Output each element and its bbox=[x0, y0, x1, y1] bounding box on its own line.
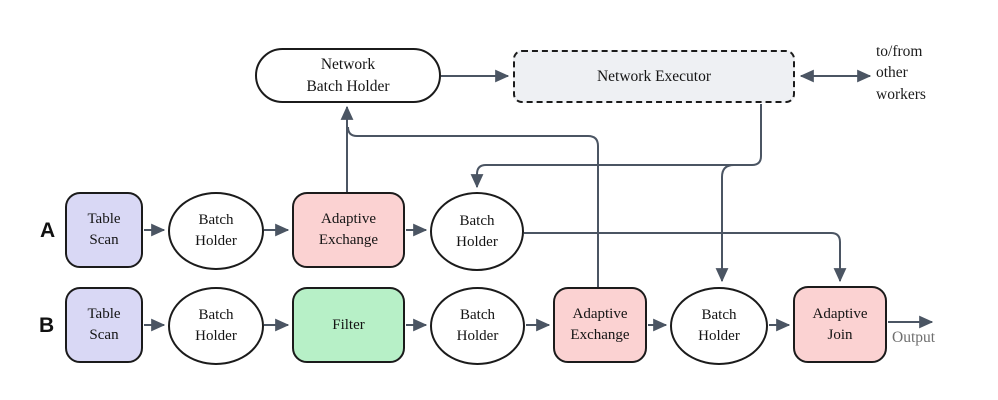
network-batch-holder-label: Network Batch Holder bbox=[306, 56, 390, 95]
node-b-batch-holder-2: Batch Holder bbox=[430, 287, 525, 365]
edge-executor-to-b-batch-holder-3 bbox=[715, 164, 735, 283]
a-table-scan-label: Table Scan bbox=[87, 211, 121, 248]
node-b-batch-holder-1: Batch Holder bbox=[168, 287, 264, 365]
node-b-adaptive-join: Adaptive Join bbox=[793, 286, 887, 363]
edge-executor-to-a-batch-holder-2 bbox=[470, 104, 762, 189]
node-a-batch-holder-1: Batch Holder bbox=[168, 192, 264, 270]
b-filter-label: Filter bbox=[332, 316, 365, 333]
b-table-scan-label: Table Scan bbox=[87, 306, 121, 343]
output-label: Output bbox=[892, 329, 936, 346]
b-batch-holder-1-label: Batch Holder bbox=[195, 307, 237, 344]
node-b-table-scan: Table Scan bbox=[65, 287, 143, 363]
node-a-batch-holder-2: Batch Holder bbox=[430, 192, 524, 271]
row-a-label: A bbox=[40, 219, 56, 242]
b-batch-holder-3-label: Batch Holder bbox=[698, 307, 740, 344]
workers-note: to/from other workers bbox=[876, 43, 926, 103]
node-a-adaptive-exchange: Adaptive Exchange bbox=[292, 192, 405, 268]
edge-b-exchange-to-nbh-branch bbox=[347, 126, 599, 287]
node-b-adaptive-exchange: Adaptive Exchange bbox=[553, 287, 647, 363]
b-batch-holder-2-label: Batch Holder bbox=[456, 307, 499, 344]
node-network-executor: Network Executor bbox=[513, 50, 795, 103]
a-adaptive-exchange-label: Adaptive Exchange bbox=[318, 211, 379, 248]
network-executor-label: Network Executor bbox=[596, 67, 712, 85]
node-a-table-scan: Table Scan bbox=[65, 192, 143, 268]
a-batch-holder-1-label: Batch Holder bbox=[195, 212, 237, 249]
edge-a-batch-holder-2-to-join bbox=[524, 232, 847, 283]
node-network-batch-holder: Network Batch Holder bbox=[255, 48, 441, 103]
node-b-batch-holder-3: Batch Holder bbox=[670, 287, 768, 365]
b-adaptive-exchange-label: Adaptive Exchange bbox=[570, 306, 630, 343]
node-b-filter: Filter bbox=[292, 287, 405, 363]
b-adaptive-join-label: Adaptive Join bbox=[812, 305, 868, 343]
a-batch-holder-2-label: Batch Holder bbox=[456, 212, 498, 250]
row-b-label: B bbox=[39, 314, 55, 337]
